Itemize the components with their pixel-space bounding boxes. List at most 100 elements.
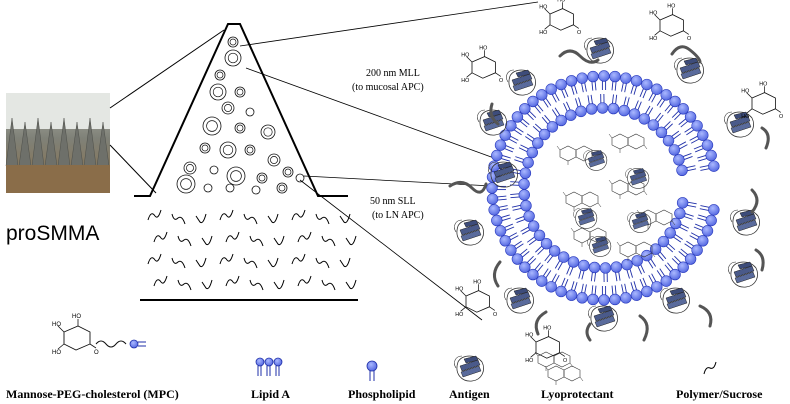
vesicle-outer [244,144,256,156]
polymer-squiggle [171,257,186,269]
vesicle-outer [276,182,288,194]
polymer-squiggle [315,213,330,225]
phospholipid-head [526,146,539,159]
phospholipid-head [499,235,511,247]
phospholipid-head [486,193,499,205]
phospholipid-head [655,126,668,139]
vesicle-outer [203,183,213,193]
vesicle-outer [227,36,239,48]
vesicle-outer [209,83,227,101]
phospholipid-head [599,262,612,274]
legend-label-polymer: Polymer/Sucrose [676,387,763,401]
zoom-line-cone-1 [239,1,539,47]
mannose-sugar [740,80,784,121]
phospholipid-head [701,139,714,151]
vesicle-outer [234,86,246,98]
phospholipid-head [677,103,689,115]
polymer-squiggle [267,257,279,268]
vesicle-inner [222,144,234,156]
phospholipid-head [488,204,500,216]
vesicle-outer [183,161,197,175]
antigen-molecule [573,208,598,229]
polymer-squiggle [321,279,336,291]
antigen-molecule [627,212,652,233]
polymer-squiggle [147,253,162,265]
vesicle-inner [212,86,224,98]
backing-layer [140,209,358,301]
microneedle-cone [134,23,348,197]
vesicle-outer [209,165,219,175]
phospholipid-head [607,102,620,115]
vesicle-inner [180,178,192,190]
phospholipid-head [557,251,570,263]
vesicle-outer [202,116,222,136]
phospholipid-head [673,154,685,166]
vesicle-inner [230,170,242,182]
phospholipid-head [630,289,643,301]
phospholipid-head [540,237,553,250]
polymer-squiggle [201,235,213,246]
lyoprotectant-icon [534,351,584,386]
vesicle-outer [214,69,226,81]
antigen-molecule [503,287,534,314]
antigen-molecule [587,305,618,332]
vesicle-outer [199,142,211,154]
phospholipid-head [587,70,599,83]
peg-chain [638,314,649,342]
phospholipid-head [684,111,697,123]
peg-chain [754,248,765,272]
phospholipid-head [649,243,662,255]
polymer-squiggle [291,253,306,265]
phospholipid-head [684,253,697,265]
vesicle-outer [226,166,246,186]
polymer-squiggle [153,231,168,243]
polymer-squiggle [339,213,351,224]
phospholipid-head [638,113,651,125]
polymer-squiggle [273,279,285,290]
polymer-squiggle [177,235,192,247]
legend-label-lipid-a: Lipid A [251,387,290,401]
vesicle-inner [227,52,239,64]
phospholipid-head [705,149,717,162]
phospholipid-head [518,178,530,190]
phospholipid-head [660,89,672,101]
vesicle-inner [270,156,278,164]
lyoprotectant-molecule [608,179,648,200]
polymer-squiggle [219,209,234,221]
phospholipid-head [555,285,567,298]
polymer-squiggle [339,257,351,268]
peg-chain [698,304,713,328]
zoom-line-cone-3 [303,175,493,187]
legend-label-antigen: Antigen [449,387,490,401]
phospholipid-head [576,72,588,84]
phospholipid-head [705,214,717,227]
phospholipid-head [610,261,623,273]
polymer-squiggle [243,213,258,225]
lyoprotectant-molecule [562,191,602,212]
phospholipid-head [555,78,567,91]
vesicle-inner [236,124,244,132]
vesicle-outer [295,173,305,183]
mannose-sugar [460,44,504,85]
phospholipid-head [676,164,688,176]
phospholipid-head [691,244,703,256]
polymer-squiggle [321,235,336,247]
polymer-squiggle [291,209,306,221]
peg-chain [448,181,488,194]
polymer-squiggle [195,257,207,268]
vesicle-outer [219,141,237,159]
phospholipid-head [548,245,561,257]
phospholipid-head [538,128,551,141]
mannose-sugar [648,2,692,43]
phospholipid-head [641,78,653,91]
phospholipid-head [598,294,610,306]
phospholipid-head [519,261,531,273]
phospholipid-head [647,119,660,131]
phospholipid-head [691,120,703,132]
phospholipid-head [565,109,577,121]
vesicle-inner [229,38,237,46]
phospholipid-head [588,261,601,274]
zoom-line-cone-2 [245,67,495,159]
phospholipid-head [545,281,557,293]
